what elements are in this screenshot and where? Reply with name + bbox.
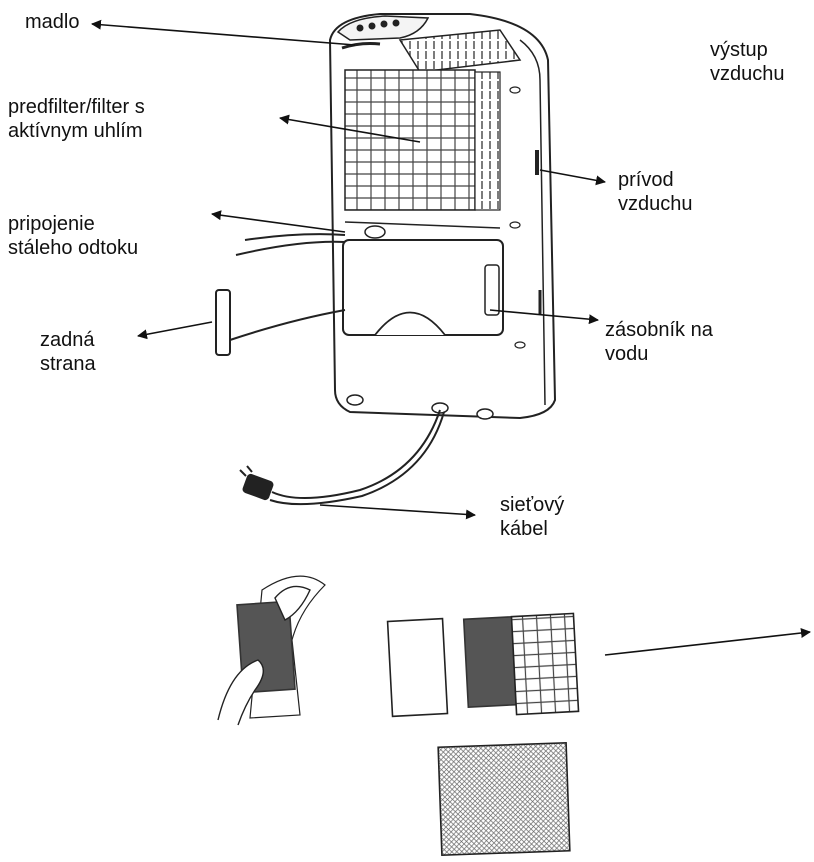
- label-drain-line1: pripojenie: [8, 213, 95, 235]
- filter-illustration: [217, 575, 580, 857]
- label-cable: sieťový kábel: [500, 493, 564, 541]
- arrow-back: [137, 321, 213, 340]
- carbon-filter: [462, 615, 518, 709]
- arrow-air-inlet: [539, 169, 606, 186]
- power-cable: [239, 409, 445, 506]
- label-handle: madlo: [25, 11, 80, 33]
- callout-arrows: [91, 19, 811, 656]
- filter-frame: [510, 612, 580, 716]
- label-prefilter: predfilter/filter s aktívnym uhlím: [8, 95, 145, 143]
- back-panel: [215, 289, 346, 356]
- label-air-inlet-line1: prívod: [618, 169, 674, 191]
- arrow-tank: [489, 309, 599, 325]
- label-back-line1: zadná: [40, 329, 95, 351]
- arrow-prefilter: [279, 114, 421, 143]
- label-tank: zásobník na vodu: [605, 318, 713, 366]
- label-back: zadná strana: [40, 328, 96, 376]
- mesh-filter-panel: [437, 741, 571, 857]
- hands-holding-filter: [217, 575, 326, 726]
- label-cable-line2: kábel: [500, 518, 548, 540]
- arrow-filter-assembly: [604, 628, 811, 656]
- label-drain-line2: stáleho odtoku: [8, 237, 139, 259]
- label-air-inlet-line2: vzduchu: [618, 193, 693, 215]
- drain-hose: [235, 233, 346, 256]
- arrow-drain: [211, 210, 346, 233]
- arrow-handle: [91, 19, 356, 46]
- label-air-outlet: výstup vzduchu: [710, 38, 785, 86]
- label-tank-line2: vodu: [605, 343, 649, 365]
- label-prefilter-line1: predfilter/filter s: [8, 96, 145, 118]
- label-air-outlet-line2: vzduchu: [710, 63, 785, 85]
- white-prefilter: [386, 617, 449, 718]
- dehumidifier-body: [328, 13, 557, 420]
- label-air-inlet: prívod vzduchu: [618, 168, 693, 216]
- label-prefilter-line2: aktívnym uhlím: [8, 120, 143, 142]
- label-drain: pripojenie stáleho odtoku: [8, 212, 138, 260]
- label-tank-line1: zásobník na: [605, 319, 713, 341]
- arrow-cable: [319, 504, 476, 520]
- label-back-line2: strana: [40, 353, 96, 375]
- label-air-outlet-line1: výstup: [710, 39, 768, 61]
- label-cable-line1: sieťový: [500, 494, 565, 516]
